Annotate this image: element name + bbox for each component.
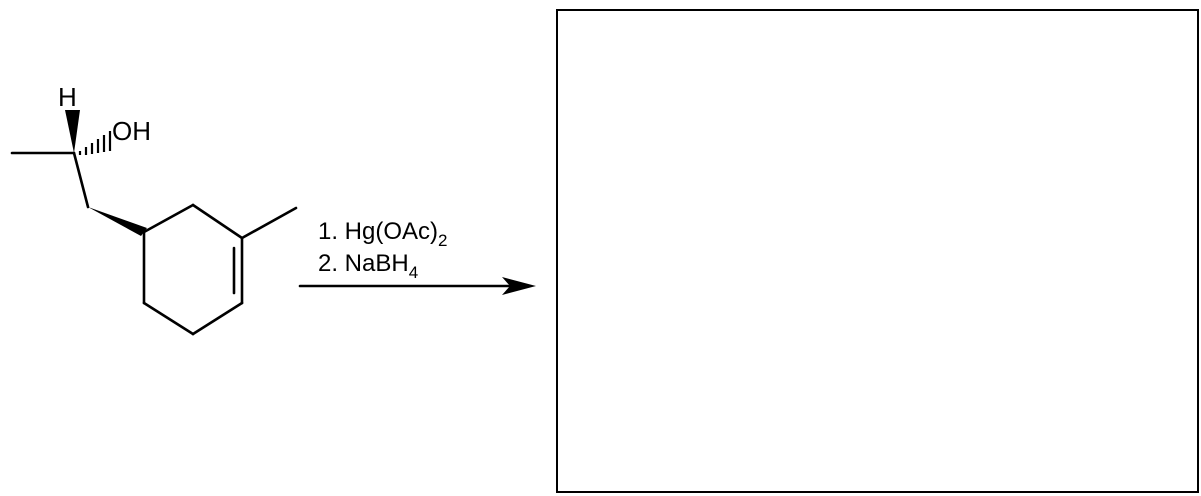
cyclohexene-ring [142,203,244,336]
reaction-arrow [298,277,536,295]
atom-label-oh: OH [112,116,151,146]
starting-material-structure: H OH [10,82,298,336]
atom-label-h: H [58,82,77,112]
chain-bond-1 [72,151,90,209]
reagent-step-1: 1. Hg(OAc)2 [318,218,448,250]
hashed-bond-oh [78,131,112,155]
reagent-conditions: 1. Hg(OAc)2 2. NaBH4 [318,218,448,282]
ring-methyl-bond [240,206,298,240]
wedge-bond-ring [88,207,147,236]
product-answer-box[interactable] [556,9,1199,493]
wedge-bond-h [65,110,80,153]
reagent-step-2: 2. NaBH4 [318,250,418,282]
